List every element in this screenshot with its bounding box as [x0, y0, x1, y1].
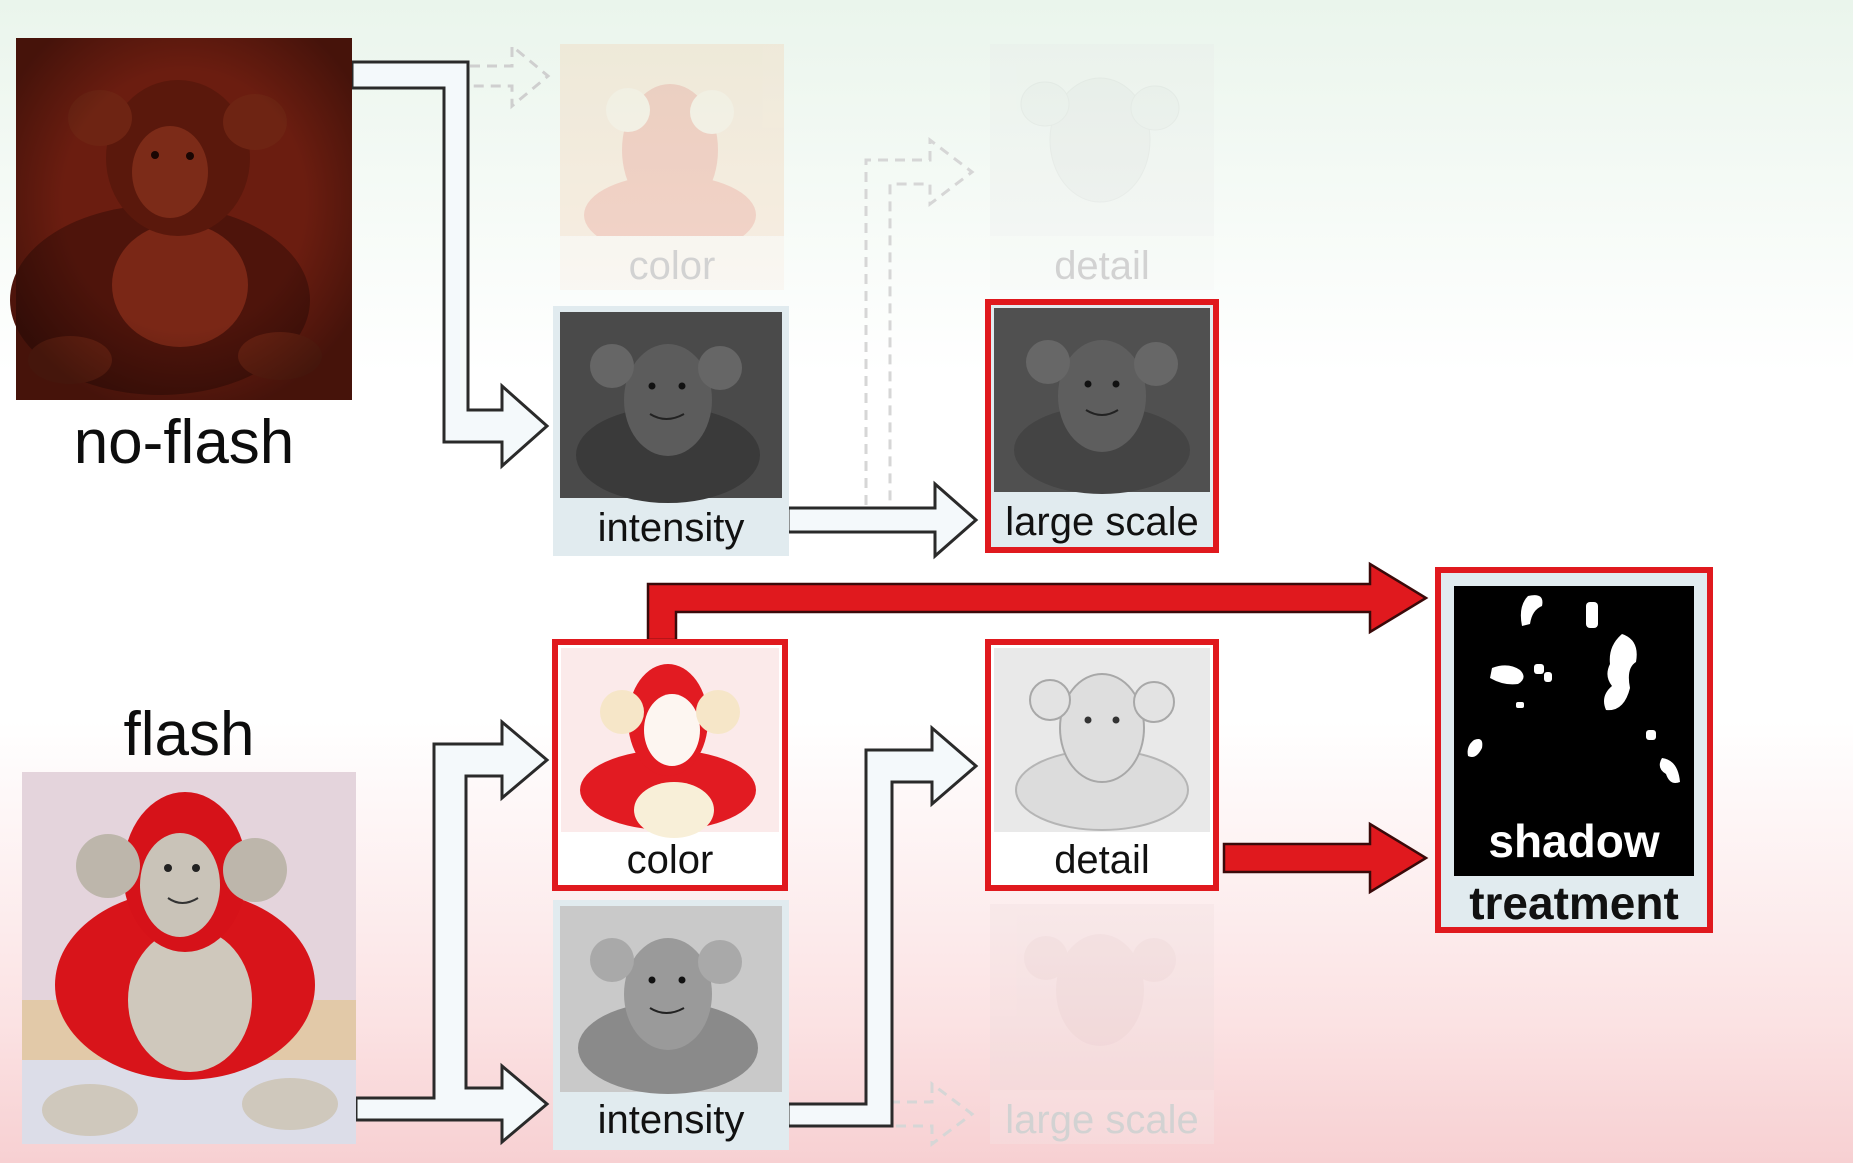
flash-color-caption: color: [626, 838, 714, 882]
flash-detail-caption: detail: [1054, 838, 1150, 882]
flash-detail-tile: [985, 639, 1219, 891]
no-flash-photo: [10, 38, 352, 400]
shadow-treatment-tile: [1435, 567, 1713, 933]
faded-arrow-noflash-detail: [864, 136, 975, 505]
treatment-label: treatment: [1469, 877, 1679, 929]
flash-intensity-caption: intensity: [597, 1098, 745, 1142]
noflash-color-tile: [560, 44, 784, 290]
arrow-intensity-to-detail: [786, 724, 979, 1128]
no-flash-label: no-flash: [73, 408, 295, 477]
flash-largescale-tile: [990, 904, 1214, 1144]
faded-arrow-noflash-color: [470, 42, 551, 110]
noflash-intensity-tile: [553, 306, 789, 556]
noflash-detail-caption: detail: [1054, 244, 1150, 288]
flash-largescale-caption: large scale: [1005, 1098, 1199, 1142]
arrow-noflash-to-intensity: [350, 60, 550, 470]
flash-label: flash: [123, 700, 255, 769]
noflash-detail-tile: [990, 44, 1214, 290]
noflash-color-caption: color: [628, 244, 716, 288]
red-arrow-color-to-output: [646, 561, 1429, 642]
noflash-largescale-tile: [985, 299, 1219, 553]
noflash-largescale-caption: large scale: [1005, 500, 1199, 544]
flash-intensity-tile: [553, 900, 789, 1150]
flash-photo: [22, 772, 356, 1144]
noflash-intensity-caption: intensity: [597, 506, 745, 550]
arrow-flash-to-color-intensity: [354, 718, 550, 1146]
arrow-intensity-to-largescale: [786, 480, 979, 560]
flash-color-tile: [552, 639, 788, 891]
faded-arrow-flash-largescale: [890, 1081, 975, 1147]
shadow-label: shadow: [1488, 815, 1660, 867]
red-arrow-detail-to-output: [1222, 821, 1429, 895]
